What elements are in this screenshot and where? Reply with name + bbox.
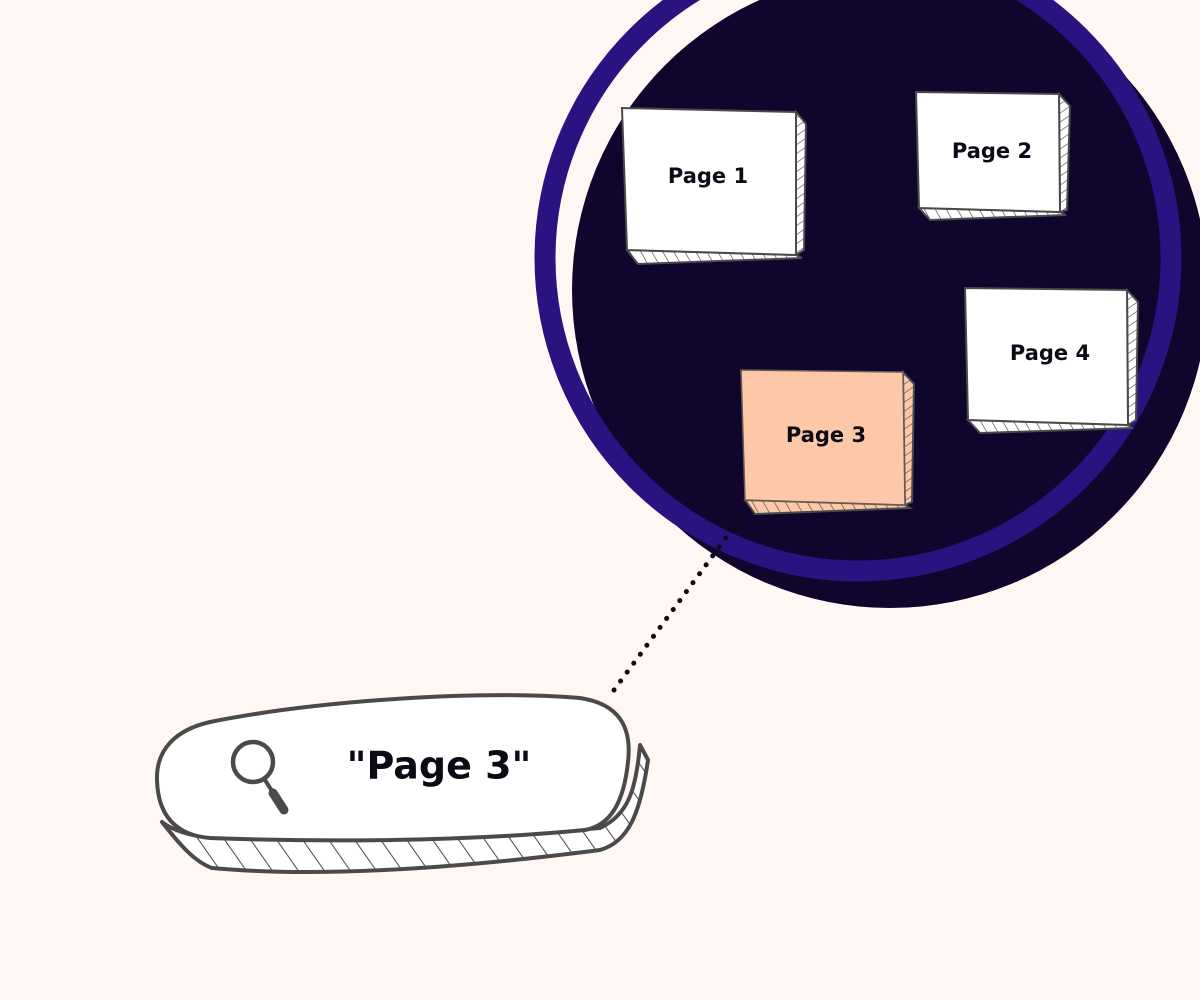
- page-card-4[interactable]: Page 4: [963, 286, 1140, 435]
- search-bar[interactable]: "Page 3": [154, 693, 650, 874]
- document-space-ring: [534, 0, 1182, 582]
- page-card-2-label: Page 2: [952, 139, 1032, 163]
- page-card-3-face: [740, 369, 906, 506]
- page-card-2[interactable]: Page 2: [914, 90, 1072, 222]
- page-card-1-face: [620, 106, 797, 257]
- page-card-1-label: Page 1: [668, 164, 748, 188]
- page-card-4-face: [963, 286, 1130, 427]
- magnifier-icon: [230, 739, 289, 815]
- page-card-1-side: [795, 109, 808, 257]
- page-card-3-label: Page 3: [786, 423, 866, 447]
- page-card-3-highlighted[interactable]: Page 3: [740, 369, 916, 516]
- page-card-1[interactable]: Page 1: [620, 106, 808, 266]
- page-card-2-face: [914, 90, 1062, 214]
- page-card-4-label: Page 4: [1010, 341, 1090, 365]
- search-query: "Page 3": [347, 744, 532, 788]
- connector-line: [611, 513, 745, 693]
